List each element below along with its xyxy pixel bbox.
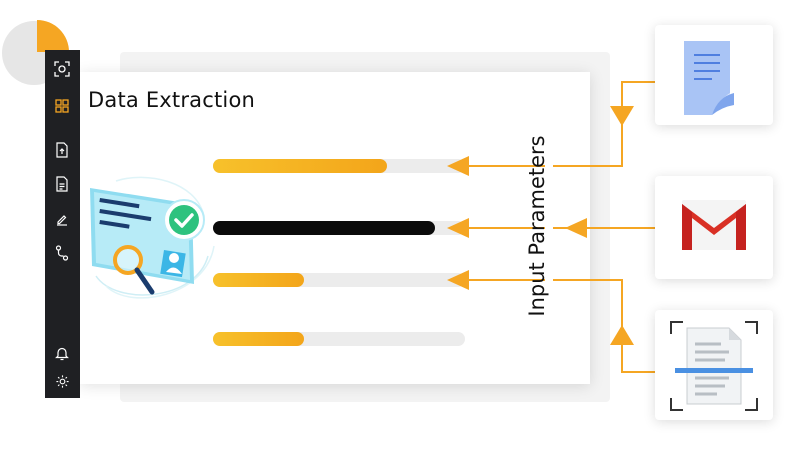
file-upload-icon[interactable] — [53, 141, 71, 159]
scanned-document-icon — [670, 321, 758, 411]
workflow-icon[interactable] — [53, 244, 71, 262]
progress-fill — [213, 332, 304, 346]
gmail-icon — [682, 200, 746, 250]
grid-icon[interactable] — [53, 97, 71, 115]
document-icon[interactable] — [53, 175, 71, 193]
bell-icon[interactable] — [53, 344, 71, 362]
progress-fill — [213, 221, 435, 235]
extraction-progress-bar — [213, 332, 465, 346]
id-card-illustration — [90, 176, 215, 299]
extraction-progress-bar — [213, 273, 465, 287]
pen-icon[interactable] — [53, 210, 71, 228]
page-title: Data Extraction — [88, 88, 256, 112]
extraction-progress-bar — [213, 159, 465, 173]
progress-fill — [213, 273, 304, 287]
document-source-card[interactable] — [655, 25, 773, 125]
gmail-source-card[interactable] — [655, 176, 773, 279]
document-file-icon — [684, 41, 734, 115]
sidebar — [45, 50, 80, 398]
extraction-progress-bar — [213, 221, 465, 235]
scan-icon[interactable] — [53, 60, 71, 78]
progress-fill — [213, 159, 387, 173]
gear-icon[interactable] — [53, 372, 71, 390]
scanner-source-card[interactable] — [655, 310, 773, 420]
